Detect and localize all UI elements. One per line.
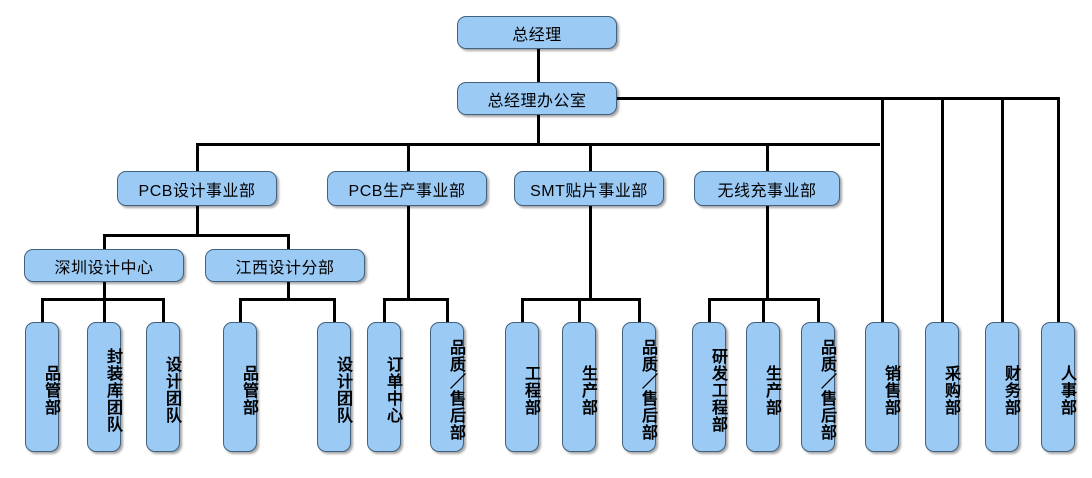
node-label: 江西设计分部: [235, 259, 335, 277]
node-sales-dept[interactable]: 销售部: [865, 322, 899, 452]
connector-drop-smt-1: [521, 298, 524, 323]
node-label: 品管部: [240, 364, 257, 416]
connector-jiangxi-down: [287, 281, 290, 300]
connector-drop-func-1: [881, 97, 884, 323]
node-pcbprod-quality-aftersales-dept[interactable]: 品质／售后部: [430, 322, 464, 452]
node-finance-dept[interactable]: 财务部: [985, 322, 1019, 452]
connector-drop-sz-3: [162, 298, 165, 323]
node-label: 品质／售后部: [639, 339, 656, 441]
connector-drop-jx-2: [333, 298, 336, 323]
connector-division-bus: [196, 143, 880, 146]
connector-shenzhen-down: [103, 281, 106, 300]
connector-drop-smt-2: [578, 298, 581, 323]
connector-pcbdesign-down: [196, 205, 199, 237]
node-shenzhen-design-team[interactable]: 设计团队: [146, 322, 180, 452]
connector-drop-pp-1: [383, 298, 386, 323]
node-division-wireless-charging[interactable]: 无线充事业部: [694, 171, 840, 206]
connector-drop-div-4: [766, 143, 769, 171]
node-label: 生产部: [579, 364, 596, 416]
connector-smt-bus: [521, 298, 641, 301]
connector-design-center-bus: [103, 234, 290, 237]
node-jiangxi-design-team[interactable]: 设计团队: [317, 322, 351, 452]
node-label: 品管部: [42, 364, 59, 416]
connector-drop-wl-3: [817, 298, 820, 323]
node-shenzhen-design-center[interactable]: 深圳设计中心: [24, 249, 184, 282]
node-label: 研发工程部: [709, 347, 726, 433]
node-smt-quality-aftersales-dept[interactable]: 品质／售后部: [622, 322, 656, 452]
connector-drop-dc-2: [287, 234, 290, 250]
node-label: SMT贴片事业部: [530, 182, 648, 200]
connector-drop-div-3: [589, 143, 592, 171]
connector-drop-dc-1: [103, 234, 106, 250]
node-jiangxi-design-branch[interactable]: 江西设计分部: [205, 249, 365, 282]
node-label: PCB设计事业部: [138, 182, 256, 200]
connector-office-down: [537, 114, 540, 145]
node-shenzhen-package-library-team[interactable]: 封装库团队: [87, 322, 121, 452]
connector-drop-jx-1: [239, 298, 242, 323]
node-label: PCB生产事业部: [348, 182, 466, 200]
node-label: 品质／售后部: [447, 339, 464, 441]
connector-drop-func-3: [1001, 97, 1004, 323]
connector-jiangxi-bus: [239, 298, 336, 301]
connector-drop-sz-2: [103, 298, 106, 323]
connector-drop-func-4: [1057, 97, 1060, 323]
node-label: 销售部: [882, 364, 899, 416]
node-label: 总经理: [512, 26, 562, 44]
connector-wireless-down: [766, 205, 769, 300]
node-order-center[interactable]: 订单中心: [367, 322, 401, 452]
node-label: 设计团队: [334, 356, 351, 424]
node-division-pcb-production[interactable]: PCB生产事业部: [327, 171, 487, 206]
connector-drop-pp-2: [446, 298, 449, 323]
node-jiangxi-quality-dept[interactable]: 品管部: [223, 322, 257, 452]
node-smt-production-dept[interactable]: 生产部: [562, 322, 596, 452]
connector-pcbprod-bus: [383, 298, 449, 301]
connector-drop-func-2: [941, 97, 944, 323]
node-label: 品质／售后部: [818, 339, 835, 441]
node-wireless-quality-aftersales-dept[interactable]: 品质／售后部: [801, 322, 835, 452]
node-hr-dept[interactable]: 人事部: [1041, 322, 1075, 452]
node-general-manager[interactable]: 总经理: [457, 16, 617, 49]
connector-drop-sz-1: [41, 298, 44, 323]
node-purchasing-dept[interactable]: 采购部: [925, 322, 959, 452]
node-division-smt[interactable]: SMT贴片事业部: [514, 171, 664, 206]
node-label: 工程部: [522, 364, 539, 416]
node-label: 封装库团队: [104, 347, 121, 433]
node-shenzhen-quality-dept[interactable]: 品管部: [25, 322, 59, 452]
connector-drop-wl-1: [708, 298, 711, 323]
node-label: 无线充事业部: [717, 182, 817, 200]
node-label: 财务部: [1002, 364, 1019, 416]
node-wireless-rd-engineering-dept[interactable]: 研发工程部: [692, 322, 726, 452]
connector-gm-to-office: [537, 48, 540, 82]
node-label: 深圳设计中心: [54, 259, 154, 277]
node-label: 采购部: [942, 364, 959, 416]
node-label: 设计团队: [163, 356, 180, 424]
node-division-pcb-design[interactable]: PCB设计事业部: [117, 171, 277, 206]
node-label: 人事部: [1058, 364, 1075, 416]
node-gm-office[interactable]: 总经理办公室: [457, 82, 617, 115]
connector-drop-wl-2: [762, 298, 765, 323]
connector-functional-bus: [610, 97, 1060, 100]
node-label: 总经理办公室: [487, 92, 587, 110]
connector-drop-div-1: [196, 143, 199, 171]
node-wireless-production-dept[interactable]: 生产部: [746, 322, 780, 452]
connector-drop-div-2: [407, 143, 410, 171]
node-label: 生产部: [763, 364, 780, 416]
connector-smt-down: [589, 205, 592, 300]
node-smt-engineering-dept[interactable]: 工程部: [505, 322, 539, 452]
connector-drop-smt-3: [638, 298, 641, 323]
connector-pcbprod-down: [407, 205, 410, 300]
node-label: 订单中心: [384, 356, 401, 424]
